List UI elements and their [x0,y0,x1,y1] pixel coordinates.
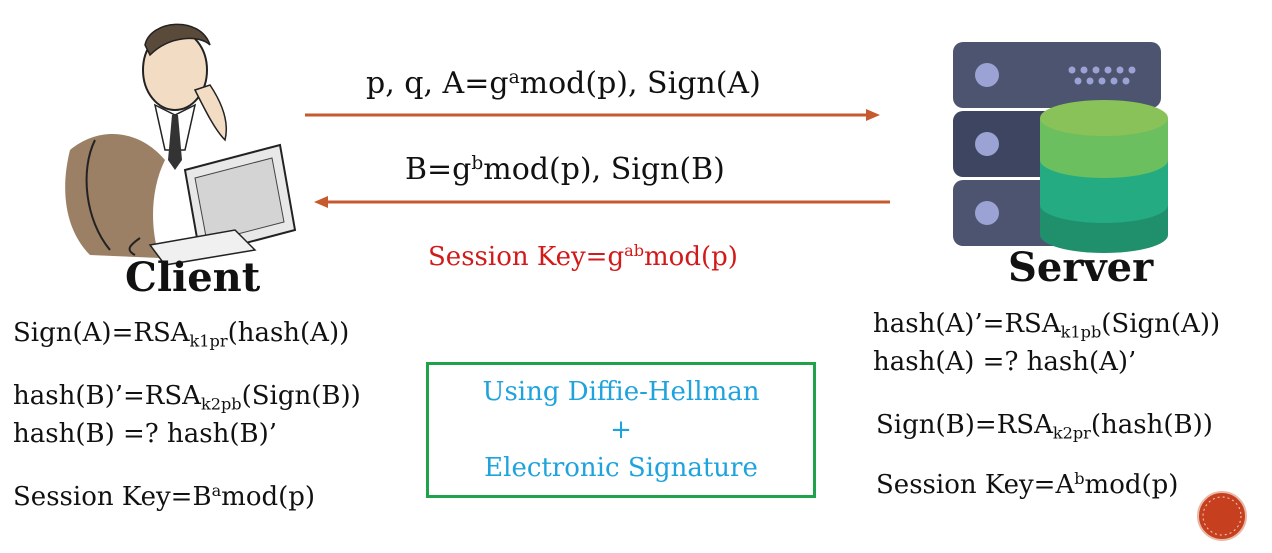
shared-session-key-exponent: ab [624,241,645,260]
client-label: Client [125,254,261,301]
message-to-server-exponent: a [508,66,520,88]
server-session-key-suffix: mod(p) [1084,469,1179,500]
server-rack-with-database-icon [953,42,1168,253]
client-sign-prefix: Sign(A)=RSA [13,318,190,348]
client-sign-suffix: (hash(A)) [227,318,350,348]
server-verify-suffix: (Sign(A)) [1101,309,1221,339]
message-to-client-suffix: mod(p), Sign(B) [483,152,725,187]
shared-session-key-prefix: Session Key=g [428,241,625,272]
method-line-plus: + [610,415,632,445]
message-to-server-suffix: mod(p), Sign(A) [519,66,761,101]
method-line-diffie-hellman: Using Diffie-Hellman [482,377,760,407]
server-session-key: Session Key=Abmod(p) [876,469,1178,500]
client-session-key-exponent: a [211,481,222,500]
method-summary-box: Using Diffie-Hellman + Electronic Signat… [426,362,816,498]
client-verify-equation: hash(B)’=RSAk2pb(Sign(B)) [13,381,361,414]
server-session-key-prefix: Session Key=A [876,469,1075,500]
server-sign-suffix: (hash(B)) [1090,410,1213,440]
server-label: Server [1008,244,1154,291]
message-to-client: B=gbmod(p), Sign(B) [405,152,725,187]
client-verify-suffix: (Sign(B)) [241,381,361,411]
client-verify-key: k2pb [200,394,242,414]
message-to-client-prefix: B=g [405,152,472,187]
client-compare-equation: hash(B) =? hash(B)’ [13,419,277,449]
shared-session-key-suffix: mod(p) [644,241,738,272]
server-sign-key: k2pr [1052,423,1091,443]
server-verify-prefix: hash(A)’=RSA [873,309,1061,339]
client-sign-key: k1pr [189,331,228,351]
client-session-key-prefix: Session Key=B [13,481,212,512]
server-verify-equation: hash(A)’=RSAk1pb(Sign(A)) [873,309,1220,342]
arrow-client-to-server [305,109,880,121]
server-sign-equation: Sign(B)=RSAk2pr(hash(B)) [876,410,1213,443]
method-line-electronic-signature: Electronic Signature [484,453,758,483]
message-to-client-exponent: b [471,152,484,174]
client-session-key: Session Key=Bamod(p) [13,481,315,512]
client-sign-equation: Sign(A)=RSAk1pr(hash(A)) [13,318,349,351]
shared-session-key: Session Key=gabmod(p) [428,241,738,272]
businessman-at-computer-icon [65,23,297,266]
page-marker-circle-icon [1197,491,1247,541]
client-session-key-suffix: mod(p) [221,481,316,512]
server-verify-key: k1pb [1060,322,1102,342]
server-compare-equation: hash(A) =? hash(A)’ [873,347,1137,377]
arrow-server-to-client [314,196,890,208]
message-to-server: p, q, A=gamod(p), Sign(A) [366,66,761,101]
message-to-server-prefix: p, q, A=g [366,66,509,101]
server-session-key-exponent: b [1074,469,1085,488]
client-verify-prefix: hash(B)’=RSA [13,381,201,411]
server-sign-prefix: Sign(B)=RSA [876,410,1053,440]
